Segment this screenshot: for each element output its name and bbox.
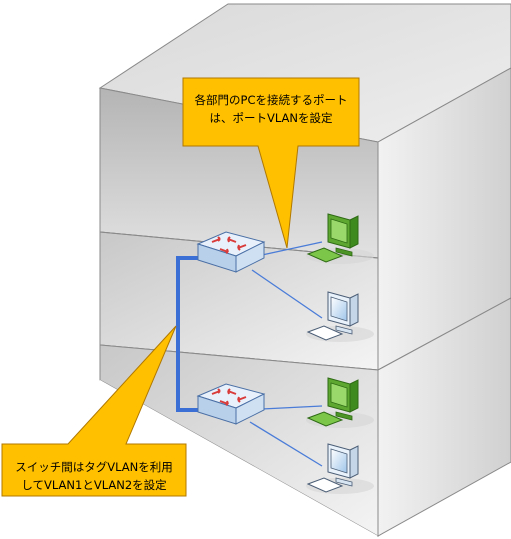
callout-top-text: 各部門のPCを接続するポート は、ポートVLANを設定 [183, 91, 359, 127]
access-link-lower-1 [261, 405, 323, 410]
callout-bottom-line1: スイッチ間はタグVLANを利用 [15, 460, 173, 474]
lower-floor-base [100, 380, 378, 536]
network-switch-icon [196, 231, 266, 273]
access-link-lower-2 [249, 421, 323, 467]
callout-top-bubble [182, 77, 360, 249]
access-link-upper-2 [251, 269, 323, 319]
callout-bottom-line2: してVLAN1とVLAN2を設定 [21, 478, 167, 492]
access-link-upper-1 [261, 241, 323, 256]
callout-top-line2: は、ポートVLANを設定 [209, 111, 333, 125]
network-switch-icon [196, 383, 266, 425]
desktop-pc-icon [306, 443, 374, 494]
trunk-link [176, 256, 210, 412]
desktop-pc-icon [306, 377, 374, 428]
callout-bottom-text: スイッチ間はタグVLANを利用 してVLAN1とVLAN2を設定 [2, 458, 186, 494]
callout-top-line1: 各部門のPCを接続するポート [194, 93, 348, 107]
callout-bottom-bubble [1, 325, 187, 497]
desktop-pc-icon [306, 291, 374, 342]
desktop-pc-icon [306, 213, 374, 264]
